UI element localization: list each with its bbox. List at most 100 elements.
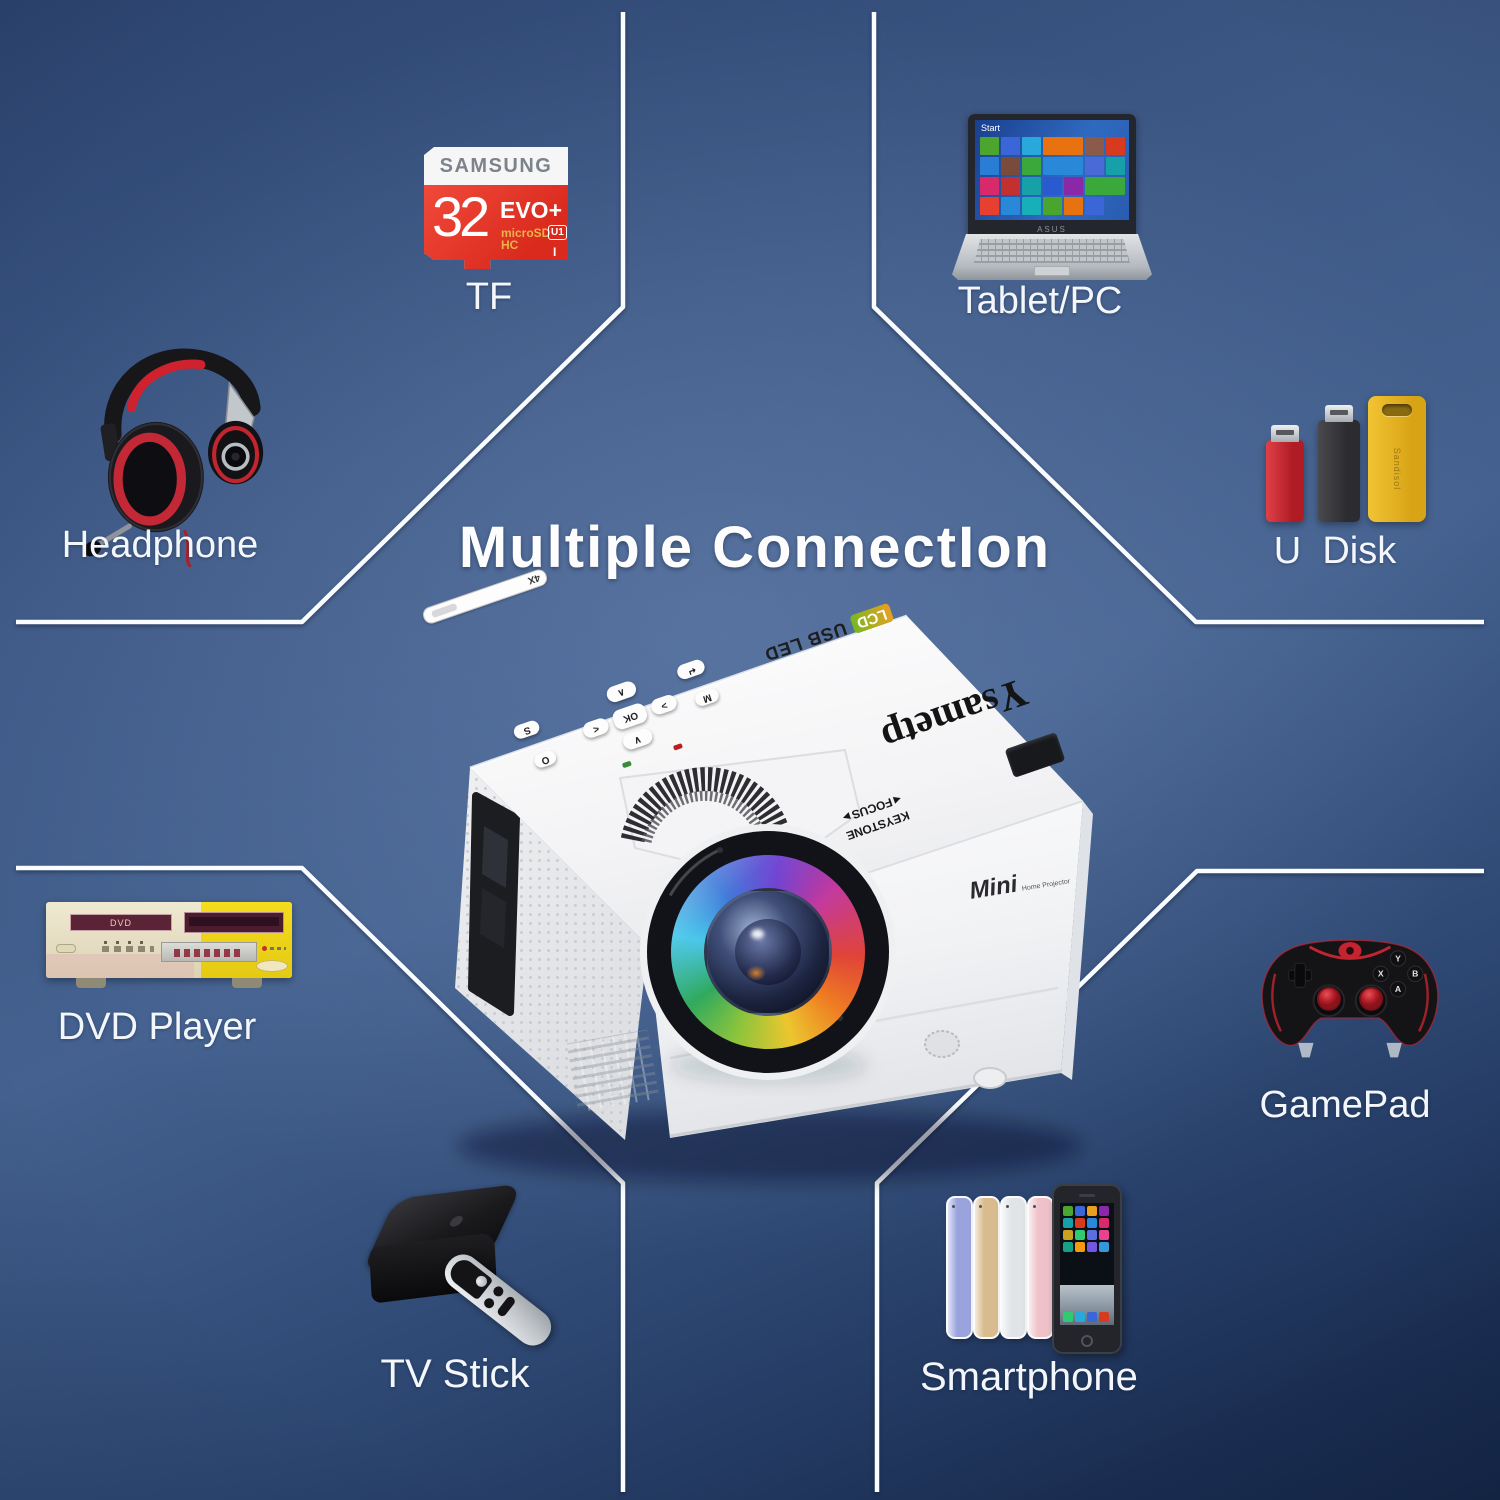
zoom-slider-knob xyxy=(430,602,458,619)
zoom-label: 4X xyxy=(526,571,542,586)
phone-slab xyxy=(1000,1196,1027,1339)
phone-dock-icon xyxy=(1099,1312,1109,1322)
tf-card-red-area xyxy=(424,185,568,269)
dvd-cassette-slot xyxy=(184,912,284,933)
gamepad-image: Y X B A xyxy=(1254,916,1446,1070)
phone-dock-icon xyxy=(1075,1312,1085,1322)
label-u-disk: U Disk xyxy=(1273,530,1397,572)
laptop-tile xyxy=(1022,157,1041,175)
phone-app-icon xyxy=(1087,1230,1097,1240)
headphone-image xyxy=(78,332,293,568)
down-button: ∨ xyxy=(620,726,655,752)
phone-slab xyxy=(946,1196,973,1339)
laptop-keyboard xyxy=(974,239,1130,263)
dvd-display-digits xyxy=(174,949,244,957)
left-button: < xyxy=(580,716,611,740)
laptop-tile xyxy=(1085,137,1104,155)
dvd-player-image: DVD xyxy=(46,902,292,998)
phone-dock xyxy=(1063,1312,1111,1322)
dvd-foot xyxy=(76,978,106,988)
tv-remote-button xyxy=(491,1284,506,1299)
ok-button: OK xyxy=(610,701,650,732)
projector-image: LCD USB LED Ysametp KEYSTONE ◄FOCUS► 4X … xyxy=(420,567,1120,1218)
phone-slabs xyxy=(946,1180,1131,1360)
projector-front-vents xyxy=(566,1029,660,1113)
laptop-tile xyxy=(1001,137,1020,155)
usb-stick-yellow: Sandisol xyxy=(1368,396,1426,522)
laptop-tile xyxy=(1043,157,1083,175)
phone-app-icon xyxy=(1063,1242,1073,1252)
laptop-tile xyxy=(980,157,999,175)
laptop-display: Start xyxy=(975,120,1129,220)
dvd-record-led xyxy=(262,946,267,951)
dvd-power-button xyxy=(56,944,76,953)
tv-remote-button xyxy=(482,1296,497,1311)
projector-lens-core xyxy=(735,919,801,985)
tf-card-type: microSD HC xyxy=(501,226,551,252)
phone-app-icon xyxy=(1099,1230,1109,1240)
gamepad-art: Y X B A xyxy=(1261,939,1439,1058)
phone-app-grid xyxy=(1063,1206,1111,1252)
phone-home-button xyxy=(1081,1335,1093,1347)
mini-sub-text: Home Projector xyxy=(1021,878,1071,893)
laptop-tile xyxy=(1043,177,1062,195)
phone-app-icon xyxy=(1099,1206,1109,1216)
phone-app-icon xyxy=(1075,1218,1085,1228)
laptop-tile xyxy=(980,197,999,215)
phone-app-icon xyxy=(1063,1206,1073,1216)
dvd-disc-tray: DVD xyxy=(70,914,172,931)
tv-remote-menu-button xyxy=(495,1295,517,1318)
phone-app-icon xyxy=(1099,1218,1109,1228)
phone-app-icon xyxy=(1087,1242,1097,1252)
gamepad-button-x: X xyxy=(1378,969,1384,979)
lcd-badge: LCD xyxy=(849,603,895,635)
phone-screen xyxy=(1060,1203,1114,1325)
usb-keyring-hole xyxy=(1382,404,1412,416)
laptop-tile xyxy=(1106,137,1125,155)
phone-app-icon xyxy=(1063,1218,1073,1228)
gamepad-button-b: B xyxy=(1412,969,1418,979)
tf-card-series: EVO+ xyxy=(500,197,563,223)
phone-dock-icon xyxy=(1087,1312,1097,1322)
dvd-button-row xyxy=(102,946,154,952)
phone-app-icon xyxy=(1075,1230,1085,1240)
label-headphone: Headphone xyxy=(61,524,259,566)
phone-slab xyxy=(973,1196,1000,1339)
phone-app-icon xyxy=(1087,1206,1097,1216)
laptop-tiles xyxy=(980,137,1126,217)
power-button: O xyxy=(532,749,558,770)
source-button: S xyxy=(512,718,542,741)
phone-app-icon xyxy=(1075,1242,1085,1252)
usb-cap xyxy=(1271,425,1299,442)
udisk-image: Sandisol xyxy=(1262,392,1430,524)
dvd-foot xyxy=(232,978,262,988)
label-tv-stick: TV Stick xyxy=(380,1352,530,1396)
tf-card-capacity: 32 xyxy=(432,185,487,248)
laptop-tile xyxy=(1001,197,1020,215)
label-tablet-pc: Tablet/PC xyxy=(957,280,1123,322)
phone-dock-icon xyxy=(1063,1312,1073,1322)
phone-app-icon xyxy=(1087,1218,1097,1228)
laptop-screen: Start ASUS xyxy=(968,114,1136,236)
laptop-tile xyxy=(1022,137,1041,155)
headphone-art xyxy=(83,348,264,568)
label-smartphone: Smartphone xyxy=(920,1355,1138,1399)
green-led xyxy=(621,760,632,769)
dvd-text: DVD xyxy=(109,917,132,928)
gamepad-button-a: A xyxy=(1395,984,1401,994)
phone-speaker xyxy=(1079,1194,1095,1197)
smartphone-image xyxy=(946,1180,1131,1360)
tf-card-brand: SAMSUNG xyxy=(439,155,553,177)
tf-card-image: SAMSUNG 32 EVO+ microSD HC U1 I xyxy=(424,147,568,269)
mini-text: Mini xyxy=(967,870,1020,905)
phone-front xyxy=(1052,1184,1122,1354)
laptop-tile xyxy=(1085,177,1125,195)
phone-app-icon xyxy=(1075,1206,1085,1216)
laptop-tile xyxy=(1001,157,1020,175)
laptop-touchpad xyxy=(1034,266,1070,276)
laptop-tile xyxy=(1064,197,1083,215)
laptop-base xyxy=(952,234,1152,280)
label-tf: TF xyxy=(465,276,513,318)
menu-button: M xyxy=(693,686,721,708)
